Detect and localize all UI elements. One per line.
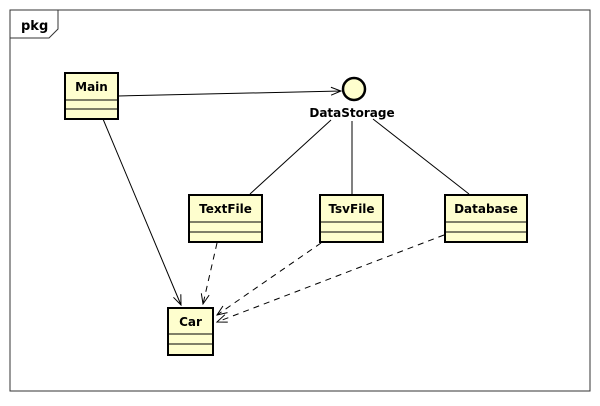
frame-label: pkg xyxy=(21,19,48,34)
edge-main-to-car xyxy=(102,118,181,305)
edge-datastorage-to-database xyxy=(372,118,470,195)
class-tsvfile: TsvFile xyxy=(319,194,384,243)
class-tsvfile-box xyxy=(319,194,384,243)
interface-label: DataStorage xyxy=(309,106,394,120)
class-database-box xyxy=(444,194,528,243)
class-main-label: Main xyxy=(75,80,108,94)
edge-main-to-datastorage xyxy=(117,91,341,97)
class-car-box xyxy=(167,307,214,356)
class-textfile-label: TextFile xyxy=(199,202,252,216)
class-database-label: Database xyxy=(454,202,518,216)
edges xyxy=(102,91,470,322)
interface-datastorage: DataStorage xyxy=(309,76,395,120)
class-main-box xyxy=(64,72,119,120)
class-car-label: Car xyxy=(179,315,202,329)
package-tab xyxy=(9,9,59,39)
class-tsvfile-label: TsvFile xyxy=(328,202,374,216)
class-database: Database xyxy=(444,194,528,243)
class-textfile-box xyxy=(188,194,263,243)
interface-circle-icon xyxy=(341,76,367,102)
edge-datastorage-to-textfile xyxy=(249,119,332,195)
class-main: Main xyxy=(64,72,119,120)
edge-database-to-car xyxy=(217,234,445,322)
class-textfile: TextFile xyxy=(188,194,263,243)
class-car: Car xyxy=(167,307,214,356)
